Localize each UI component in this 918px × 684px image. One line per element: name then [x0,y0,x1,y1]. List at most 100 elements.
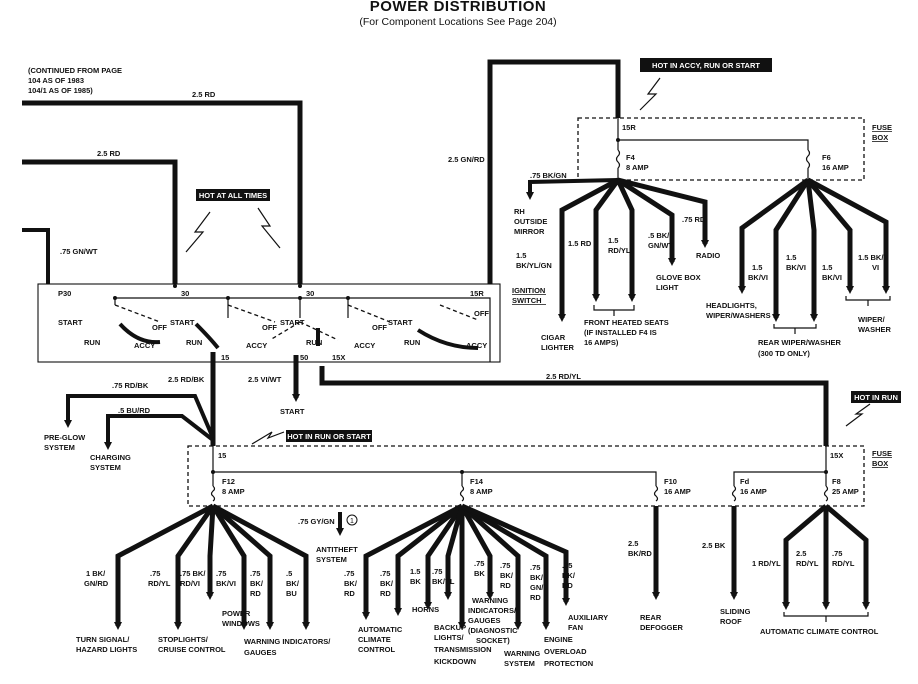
f14-wire-6b: BK/ [500,571,514,580]
label-bk-vi-3b: BK/VI [822,273,842,282]
label-top-feed: 2.5 RD [192,90,216,99]
label-rear-wiper-1: REAR WIPER/WASHER [758,338,842,347]
ignition-switch-label-2: SWITCH [512,296,542,305]
f14-branches [362,503,570,630]
label-rd-yl15-2: RD/YL [608,246,631,255]
label-auto-climate-2: CLIMATE [358,635,391,644]
label-rd75: .75 RD [682,215,706,224]
label-wiper-2: WASHER [858,325,892,334]
label-start: START [280,407,305,416]
f14-wire-3a: 1.5 [410,567,420,576]
label-rd-bk-small: .75 RD/BK [112,381,149,390]
lower-fuse-box-label-2: BOX [872,459,888,468]
label-charging-1: CHARGING [90,453,131,462]
switch-run-2: RUN [186,338,202,347]
label-bk-vi-3a: 1.5 [822,263,832,272]
label-headlights-1: HEADLIGHTS, [706,301,757,310]
f12-wire-3a: .75 BK/ [180,569,206,578]
switch-start-1: START [58,318,83,327]
label-gy-gn: .75 GY/GN [298,517,335,526]
lightning-icon [845,403,871,427]
label-rear-defog-wire-2: BK/RD [628,549,652,558]
upper-fuse-box-label-1: FUSE [872,123,892,132]
f14-wire-5a: .75 [474,559,484,568]
label-aux-fan-2: FAN [568,623,583,632]
ignition-switch-box [37,283,501,363]
switch-accy-1: ACCY [134,341,155,350]
label-backup-2: LIGHTS/ [434,633,464,642]
switch-accy-4: ACCY [466,341,487,350]
fuse-f4-rating: 8 AMP [626,163,649,172]
label-bk-vi-4a: 1.5 BK/ [858,253,884,262]
lower-fuse-bus [210,446,829,502]
fuse-f6-name: F6 [822,153,831,162]
switch-off-1: OFF [152,323,167,332]
label-glove-2: LIGHT [656,283,679,292]
label-backup-1: BACKUP [434,623,466,632]
f14-wire-8c: RD [562,581,573,590]
lower-fuse-box [187,445,865,507]
hot-label-in-run-bg [851,391,901,403]
hot-label-all-times-bg [196,189,270,201]
switch-off-2: OFF [262,323,277,332]
upper-fuse-box [577,117,865,181]
label-backup-4: KICKDOWN [434,657,476,666]
label-bk-vi-4b: VI [872,263,879,272]
f8-wire-2a: 2.5 [796,549,806,558]
label-sliding-roof-1: SLIDING [720,607,751,616]
wire-75-gn-wt [22,228,50,284]
feed-wires [22,59,621,284]
label-cigar-1: CIGAR [541,333,566,342]
label-antitheft-1: ANTITHEFT [316,545,358,554]
label-rh-mirror-2: OUTSIDE [514,217,547,226]
f8-wire-1: 1 RD/YL [752,559,781,568]
fuse-f8-rating: 25 AMP [832,487,859,496]
label-warning-gauges-2: GAUGES [244,648,277,657]
label-sliding-wire: 2.5 BK [702,541,726,550]
terminal-p30: P30 [58,289,71,298]
label-power-windows-1: POWER [222,609,251,618]
label-rear-defog-wire-1: 2.5 [628,539,638,548]
label-horns: HORNS [412,605,439,614]
label-aux-fan-1: AUXILIARY [568,613,608,622]
label-auto-climate2: AUTOMATIC CLIMATE CONTROL [760,627,879,636]
label-bk-gn: .75 BK/GN [530,171,567,180]
f12-wire-5a: .75 [250,569,260,578]
label-glove-1: GLOVE BOX [656,273,701,282]
label-bk-vi-2a: 1.5 [786,253,796,262]
label-warning-gauges-1: WARNING INDICATORS/ [244,637,331,646]
terminal-30b: 30 [306,289,314,298]
label-radio: RADIO [696,251,720,260]
f12-wire-4b: BK/VI [216,579,236,588]
f14-wire-7c: GN/ [530,583,544,592]
label-rd15: 1.5 RD [568,239,592,248]
lightning-icons [185,77,871,445]
label-sliding-roof-2: ROOF [720,617,742,626]
label-front-heated-1: FRONT HEATED SEATS [584,318,669,327]
label-headlights-2: WIPER/WASHERS [706,311,771,320]
label-cigar-wire-2: BK/YL/GN [516,261,552,270]
f14-wire-1b: BK/ [344,579,358,588]
fuse-f6-rating: 16 AMP [822,163,849,172]
hot-label-accy-run-start-bg [640,58,772,72]
hot-label-all-times: HOT AT ALL TIMES [199,191,267,200]
f14-wire-4b: BK/YL [432,577,455,586]
f12-wire-4a: .75 [216,569,226,578]
f14-wire-2a: .75 [380,569,390,578]
upper-fuse-box-label-2: BOX [872,133,888,142]
terminal-15x-box: 15X [830,451,843,460]
f14-wire-8b: BK/ [562,571,576,580]
hot-label-run-or-start-bg [286,430,372,442]
label-backup-3: TRANSMISSION [434,645,492,654]
f14-wire-1a: .75 [344,569,354,578]
terminal-15-box: 15 [218,451,226,460]
f12-wire-3b: RD/VI [180,579,200,588]
label-front-heated-2: (IF INSTALLED F4 IS [584,328,657,337]
label-warning-diag-4: (DIAGNOSTIC [468,626,518,635]
label-warning-diag-1: WARNING [472,596,508,605]
ignition-switch-contacts [113,284,491,362]
switch-start-4: START [388,318,413,327]
terminal-50: 50 [300,353,308,362]
label-rd-yl: 2.5 RD/YL [546,372,581,381]
fuse-f10-rating: 16 AMP [664,487,691,496]
